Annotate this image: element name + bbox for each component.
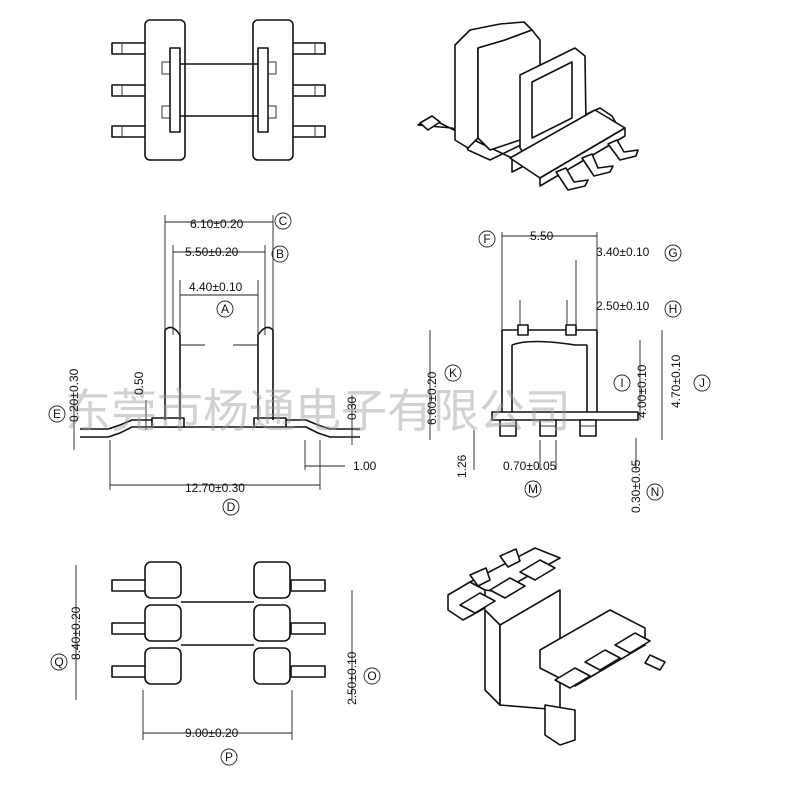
dim-C: 6.10±0.20	[190, 217, 244, 231]
label-F: F	[478, 230, 496, 248]
label-Q: Q	[50, 653, 68, 671]
label-O: O	[363, 667, 381, 685]
iso-view-bottom	[447, 547, 666, 746]
svg-text:M: M	[528, 482, 538, 496]
bottom-view	[75, 561, 353, 740]
dim-P: 9.00±0.20	[185, 726, 239, 740]
dimension-texts: 6.10±0.20 5.50±0.20 4.40±0.10 12.70±0.30…	[67, 217, 683, 740]
label-C: C	[274, 212, 292, 230]
iso-view-top	[417, 21, 639, 191]
dim-M: 0.70±0.05	[503, 459, 557, 473]
dim-front-126: 1.26	[455, 454, 469, 478]
dim-I: 4.00±0.10	[635, 364, 649, 418]
svg-text:I: I	[620, 376, 623, 390]
dim-B: 5.50±0.20	[185, 245, 239, 259]
dim-side-030: 0.30	[345, 396, 359, 420]
svg-text:B: B	[276, 247, 284, 261]
label-E: E	[48, 405, 66, 423]
dim-K: 6.60±0.20	[425, 371, 439, 425]
svg-text:Q: Q	[54, 655, 63, 669]
svg-text:J: J	[699, 376, 705, 390]
label-M: M	[524, 480, 542, 498]
side-view	[73, 215, 360, 490]
svg-text:E: E	[53, 407, 61, 421]
front-view	[429, 232, 663, 470]
dim-A: 4.40±0.10	[189, 280, 243, 294]
svg-text:O: O	[367, 669, 376, 683]
dim-G: 3.40±0.10	[596, 245, 650, 259]
dim-side-050: 0.50	[132, 371, 146, 395]
svg-text:A: A	[221, 302, 229, 316]
label-A: A	[216, 300, 234, 318]
label-D: D	[222, 498, 240, 516]
label-K: K	[444, 364, 462, 382]
dim-side-100: 1.00	[353, 459, 377, 473]
top-view	[111, 19, 326, 161]
svg-text:F: F	[483, 232, 490, 246]
circled-labels: A B C D E F G H I J K M N O P Q	[48, 212, 711, 766]
dim-J: 4.70±0.10	[669, 354, 683, 408]
label-B: B	[271, 245, 289, 263]
dim-N: 0.30±0.05	[629, 459, 643, 513]
label-G: G	[664, 244, 682, 262]
dim-H: 2.50±0.10	[596, 299, 650, 313]
watermark: 东莞市杨通电子有限公司	[65, 384, 571, 438]
label-I: I	[613, 374, 631, 392]
svg-text:P: P	[225, 750, 233, 764]
dim-O: 2.50±0.10	[345, 651, 359, 705]
dim-F: 5.50	[530, 229, 554, 243]
dim-E: 0.20±0.30	[67, 368, 81, 422]
svg-text:G: G	[668, 246, 677, 260]
label-H: H	[664, 300, 682, 318]
svg-text:K: K	[449, 366, 457, 380]
label-N: N	[646, 483, 664, 501]
svg-text:C: C	[279, 214, 288, 228]
svg-text:H: H	[669, 302, 678, 316]
dim-D: 12.70±0.30	[185, 481, 245, 495]
svg-text:N: N	[651, 485, 660, 499]
svg-text:D: D	[227, 500, 236, 514]
top-view-pins	[111, 42, 326, 138]
dim-Q: 8.40±0.20	[69, 606, 83, 660]
label-J: J	[693, 374, 711, 392]
label-P: P	[220, 748, 238, 766]
